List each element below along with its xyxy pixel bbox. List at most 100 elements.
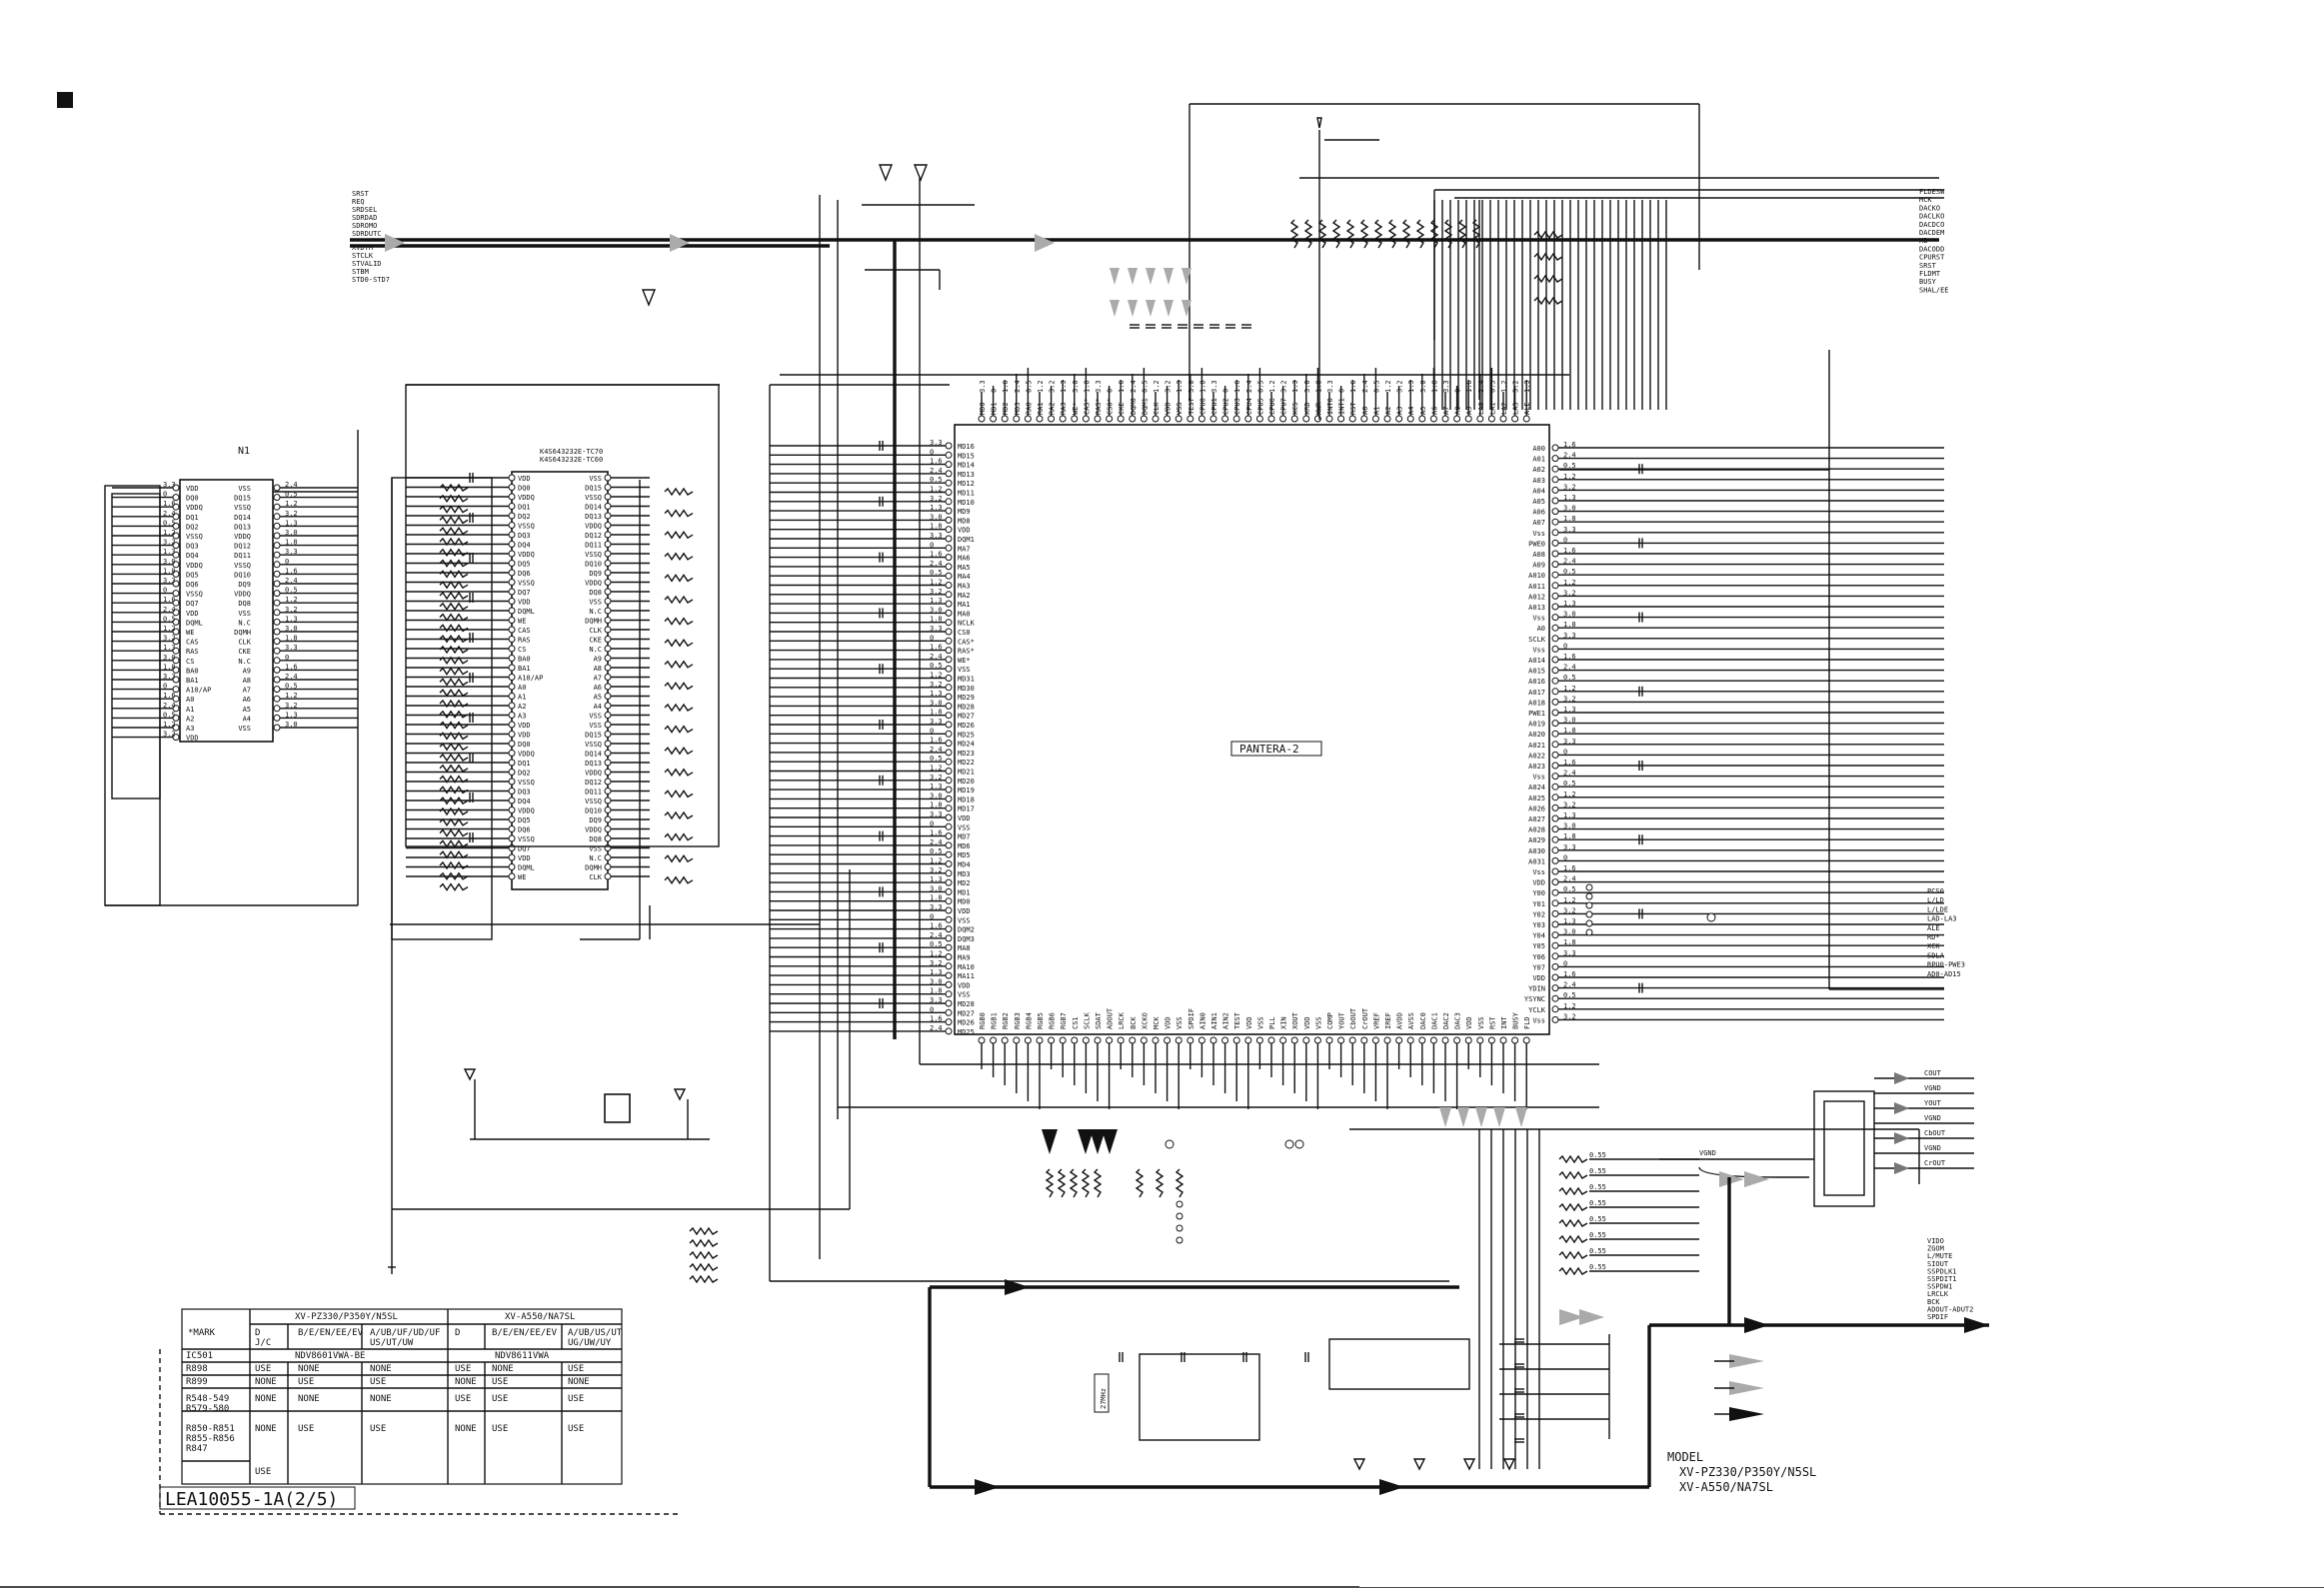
pin: [604, 806, 612, 813]
power-symbol: [878, 164, 894, 182]
pin: [945, 841, 953, 849]
pin-name: MA10: [958, 963, 975, 971]
table-cell: USE: [370, 1377, 386, 1387]
pin-name: A4: [594, 703, 602, 711]
resistor: [439, 742, 469, 752]
pin-name: RA3: [1060, 402, 1068, 415]
table-subheader: D: [255, 1328, 260, 1338]
pin-value: 0.5: [1563, 568, 1576, 576]
pin-value: 1.2: [1384, 380, 1392, 393]
pin: [604, 626, 612, 634]
pin-value: 3.0: [1563, 611, 1576, 619]
pin-value: 3.0: [285, 625, 298, 633]
pin-name: CS: [518, 646, 526, 654]
pin: [945, 665, 953, 673]
pin-name: DQ14: [585, 504, 602, 512]
pin: [945, 628, 953, 636]
pin-value: 1.8: [930, 616, 943, 624]
resistor: [1443, 219, 1453, 249]
table-cell: NONE: [370, 1394, 392, 1404]
pin-name: A1: [1372, 407, 1380, 415]
pin-value: 0.55: [1589, 1167, 1606, 1175]
pin-value: 3.0: [163, 654, 176, 662]
pin: [945, 740, 953, 748]
pin-value: 0.5: [930, 940, 943, 948]
pin-value: 1.8: [930, 894, 943, 902]
signal-label: SSPDLK1: [1927, 1267, 1957, 1275]
pin-value: 3.2: [1563, 589, 1576, 597]
pin-value: 2.4: [1245, 380, 1253, 393]
pin-name: A3: [186, 725, 194, 733]
signal-label: DACDCO: [1919, 221, 1944, 229]
pin-value: 0: [1222, 389, 1230, 393]
pin-name: A0: [518, 684, 526, 692]
pin-value: 1.3: [163, 644, 176, 652]
pin-value: 1.6: [930, 551, 943, 559]
resistor: [664, 725, 694, 734]
pin: [1071, 415, 1079, 423]
pin-name: DQ8: [589, 835, 602, 843]
pin-name: BCK: [1130, 1016, 1138, 1029]
pin-value: 1.6: [285, 567, 298, 575]
pin-value: 1.8: [1563, 727, 1576, 735]
pin-name: MD13: [958, 471, 975, 479]
pin: [604, 778, 612, 786]
pin-value: 2.4: [163, 510, 176, 518]
pin: [273, 686, 281, 694]
signal-label: LRCLK: [1927, 1290, 1949, 1298]
pin: [1140, 1036, 1148, 1044]
resistor: [664, 682, 694, 691]
signal-label: SDRDAD: [352, 214, 377, 222]
pin: [1522, 415, 1530, 423]
pin-name: VSS: [589, 713, 602, 721]
pin-name: SCLK: [1083, 1011, 1091, 1029]
pin-name: VSSQ: [585, 741, 602, 749]
pin: [1551, 1005, 1559, 1013]
test-point: [1175, 1212, 1183, 1220]
signal-label: SDROMO: [352, 222, 377, 230]
pin-name: MD10: [958, 499, 975, 507]
pin-name: RAS: [518, 637, 531, 645]
pin-value: 0: [930, 448, 934, 456]
pin: [1453, 415, 1461, 423]
pin-name: CS1: [1072, 1016, 1080, 1029]
pin: [945, 925, 953, 933]
pin-value: 0: [285, 654, 289, 662]
pin-value: 1.6: [1349, 380, 1357, 393]
pin: [273, 676, 281, 684]
pin: [945, 712, 953, 720]
pin: [1406, 1036, 1414, 1044]
pin-name: Vss: [1532, 774, 1545, 782]
pin-name: DAC3: [1454, 1012, 1462, 1029]
pin: [508, 731, 516, 738]
pin-name: VSSQ: [585, 797, 602, 805]
sdram-part-1: K4S643232E-TC70: [540, 448, 603, 456]
signal-label: FLDESW: [1919, 188, 1945, 196]
pin-name: Y01: [1532, 900, 1545, 908]
test-point: [1706, 912, 1716, 922]
pin: [273, 705, 281, 713]
pin-name: DAC0: [1419, 1012, 1427, 1029]
pin-name: DQ0: [518, 741, 531, 749]
pin: [1360, 1036, 1368, 1044]
pin: [604, 721, 612, 729]
pin-value: 3.3: [1095, 380, 1103, 393]
table-subheader: US/UT/UW: [370, 1338, 414, 1348]
pin-name: MD2: [958, 879, 971, 887]
pin-name: VDD: [1164, 1016, 1172, 1029]
pin-name: COMP: [1326, 1012, 1334, 1029]
pin: [273, 599, 281, 607]
pin-value: 1.2: [285, 596, 298, 604]
pin-value: 0.5: [163, 615, 176, 623]
video-output-label: CbOUT: [1924, 1129, 1946, 1137]
pin-name: MD1: [958, 888, 971, 896]
pin-value: 1.8: [1198, 380, 1206, 393]
pin-name: DQ2: [518, 770, 531, 778]
resistor: [1533, 296, 1563, 306]
signal-label: SRST: [352, 190, 370, 198]
pin: [604, 825, 612, 832]
pin-name: PWE0: [1528, 540, 1545, 548]
pin-name: MD23: [958, 750, 975, 758]
pin-name: VSS: [589, 475, 602, 483]
pin: [1418, 415, 1426, 423]
